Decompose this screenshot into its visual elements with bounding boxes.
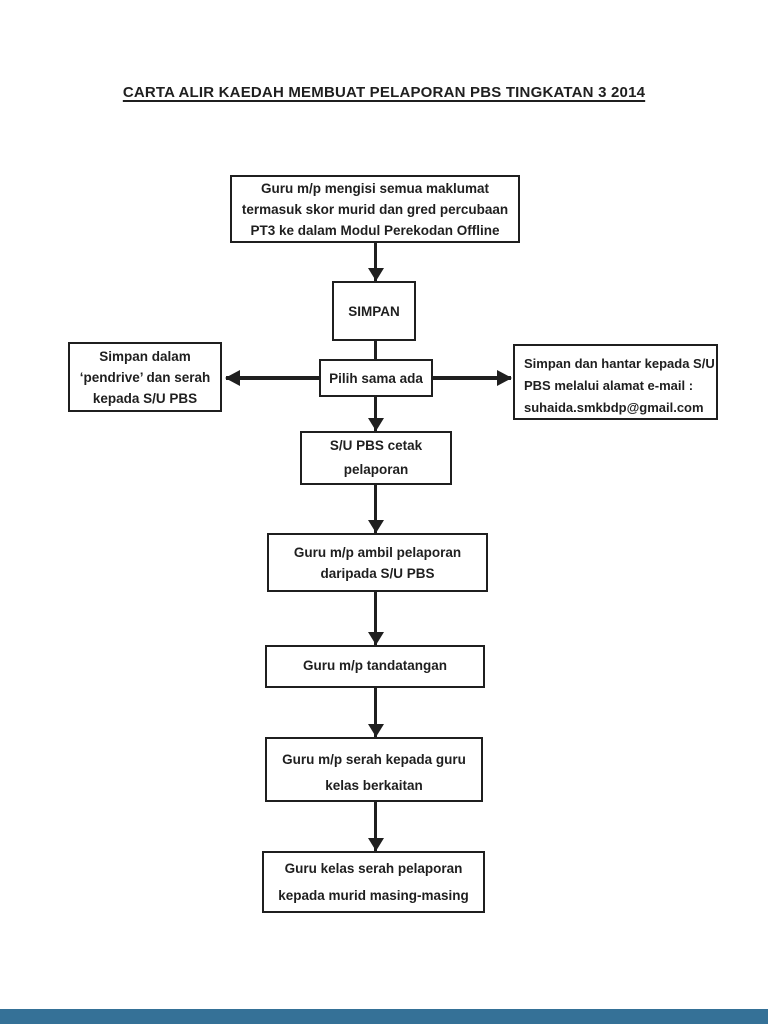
- arrow-down-tandatangan-serah: [374, 688, 377, 737]
- flow-node-line: Pilih sama ada: [329, 370, 423, 386]
- flow-node-line: Guru m/p serah kepada guru: [282, 752, 466, 767]
- connector-simpan-pilih: [374, 341, 377, 359]
- arrow-down-ambil-tandatangan: [374, 592, 377, 645]
- page-footer-bar: [0, 1009, 768, 1024]
- flow-node-line: PT3 ke dalam Modul Perekodan Offline: [250, 222, 500, 238]
- flow-node-line: Simpan dan hantar kepada S/U: [524, 356, 715, 371]
- arrow-down-cetak-ambil: [374, 485, 377, 533]
- arrow-down-pilih-cetak: [374, 397, 377, 431]
- flow-node-line: Guru kelas serah pelaporan: [284, 861, 463, 876]
- flow-node-simpan: SIMPAN: [332, 281, 416, 341]
- arrow-right-pilih-email: [433, 376, 511, 380]
- flow-node-line: ‘pendrive’ dan serah: [79, 369, 211, 385]
- flow-node-line: Guru m/p ambil pelaporan: [293, 545, 462, 560]
- flow-node-line: S/U PBS cetak: [329, 438, 423, 453]
- flow-node-line: kepada murid masing-masing: [278, 888, 469, 903]
- flow-node-line: kepada S/U PBS: [92, 390, 198, 406]
- flow-node-line: PBS melalui alamat e-mail :: [524, 378, 694, 393]
- flow-node-pilih-sama-ada: Pilih sama ada: [319, 359, 433, 397]
- flow-node-start: Guru m/p mengisi semua maklumat termasuk…: [230, 175, 520, 243]
- flow-node-serah-murid: Guru kelas serah pelaporan kepada murid …: [262, 851, 485, 913]
- flow-node-ambil-pelaporan: Guru m/p ambil pelaporan daripada S/U PB…: [267, 533, 488, 592]
- page-title: CARTA ALIR KAEDAH MEMBUAT PELAPORAN PBS …: [122, 84, 646, 101]
- flow-node-cetak-pelaporan: S/U PBS cetak pelaporan: [300, 431, 452, 485]
- flow-node-email: Simpan dan hantar kepada S/U PBS melalui…: [513, 344, 718, 420]
- flow-node-line: suhaida.smkbdp@gmail.com: [524, 400, 704, 415]
- flow-node-serah-guru-kelas: Guru m/p serah kepada guru kelas berkait…: [265, 737, 483, 802]
- flow-node-line: Guru m/p mengisi semua maklumat: [260, 180, 490, 196]
- flow-node-pendrive: Simpan dalam ‘pendrive’ dan serah kepada…: [68, 342, 222, 412]
- flow-node-line: kelas berkaitan: [325, 778, 423, 793]
- arrow-left-pilih-pendrive: [226, 376, 319, 380]
- flow-node-line: pelaporan: [343, 462, 409, 477]
- flow-node-line: Simpan dalam: [99, 348, 191, 364]
- flow-node-line: SIMPAN: [348, 303, 400, 319]
- flow-node-line: termasuk skor murid dan gred percubaan: [241, 201, 509, 217]
- arrow-down-serah-murid: [374, 802, 377, 851]
- flow-node-tandatangan: Guru m/p tandatangan: [265, 645, 485, 688]
- arrow-down-start-simpan: [374, 243, 377, 281]
- flow-node-line: Guru m/p tandatangan: [302, 658, 447, 673]
- flow-node-line: daripada S/U PBS: [320, 566, 435, 581]
